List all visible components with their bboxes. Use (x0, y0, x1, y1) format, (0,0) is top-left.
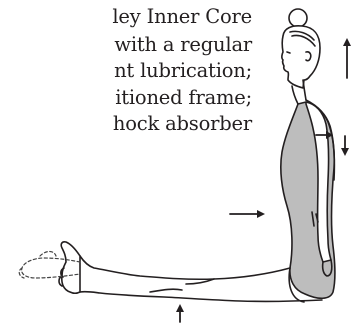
eye (287, 52, 290, 53)
head (282, 26, 320, 88)
knee-detail (150, 279, 214, 292)
leg-upper-outline (80, 256, 290, 279)
hair-bun (289, 9, 307, 27)
leg-lower-outline (80, 292, 322, 302)
